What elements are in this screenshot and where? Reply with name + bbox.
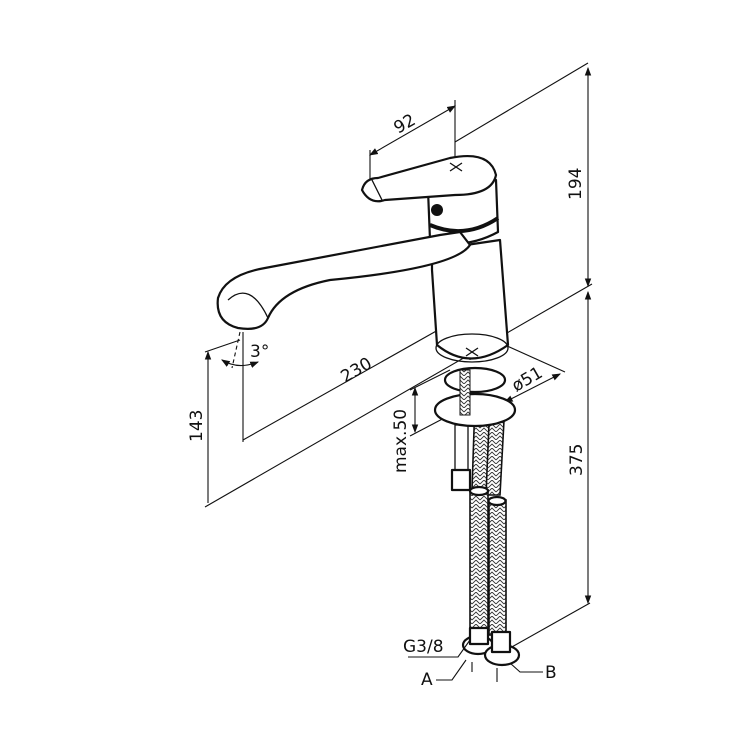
- dim-base-diameter: ø51: [509, 363, 547, 396]
- callout-b: B: [509, 662, 557, 683]
- callout-thread: G3/8: [403, 637, 471, 658]
- dim-handle-height: 194: [566, 168, 586, 200]
- dim-spout-angle: 3°: [250, 342, 269, 362]
- dim-spout-height: 143: [187, 410, 207, 442]
- callout-a: A: [421, 659, 467, 690]
- mounting-base: [433, 366, 517, 428]
- connection-b-label: B: [545, 663, 557, 683]
- dim-spout-reach: 230: [338, 354, 376, 388]
- faucet-body: [216, 154, 510, 363]
- thread-label: G3/8: [403, 637, 444, 657]
- connection-a-label: A: [421, 670, 433, 690]
- dim-max-thickness: max.50: [391, 409, 411, 473]
- dim-hose-length: 375: [567, 444, 587, 476]
- hoses: [450, 399, 521, 682]
- dim-handle-reach: 92: [391, 110, 420, 138]
